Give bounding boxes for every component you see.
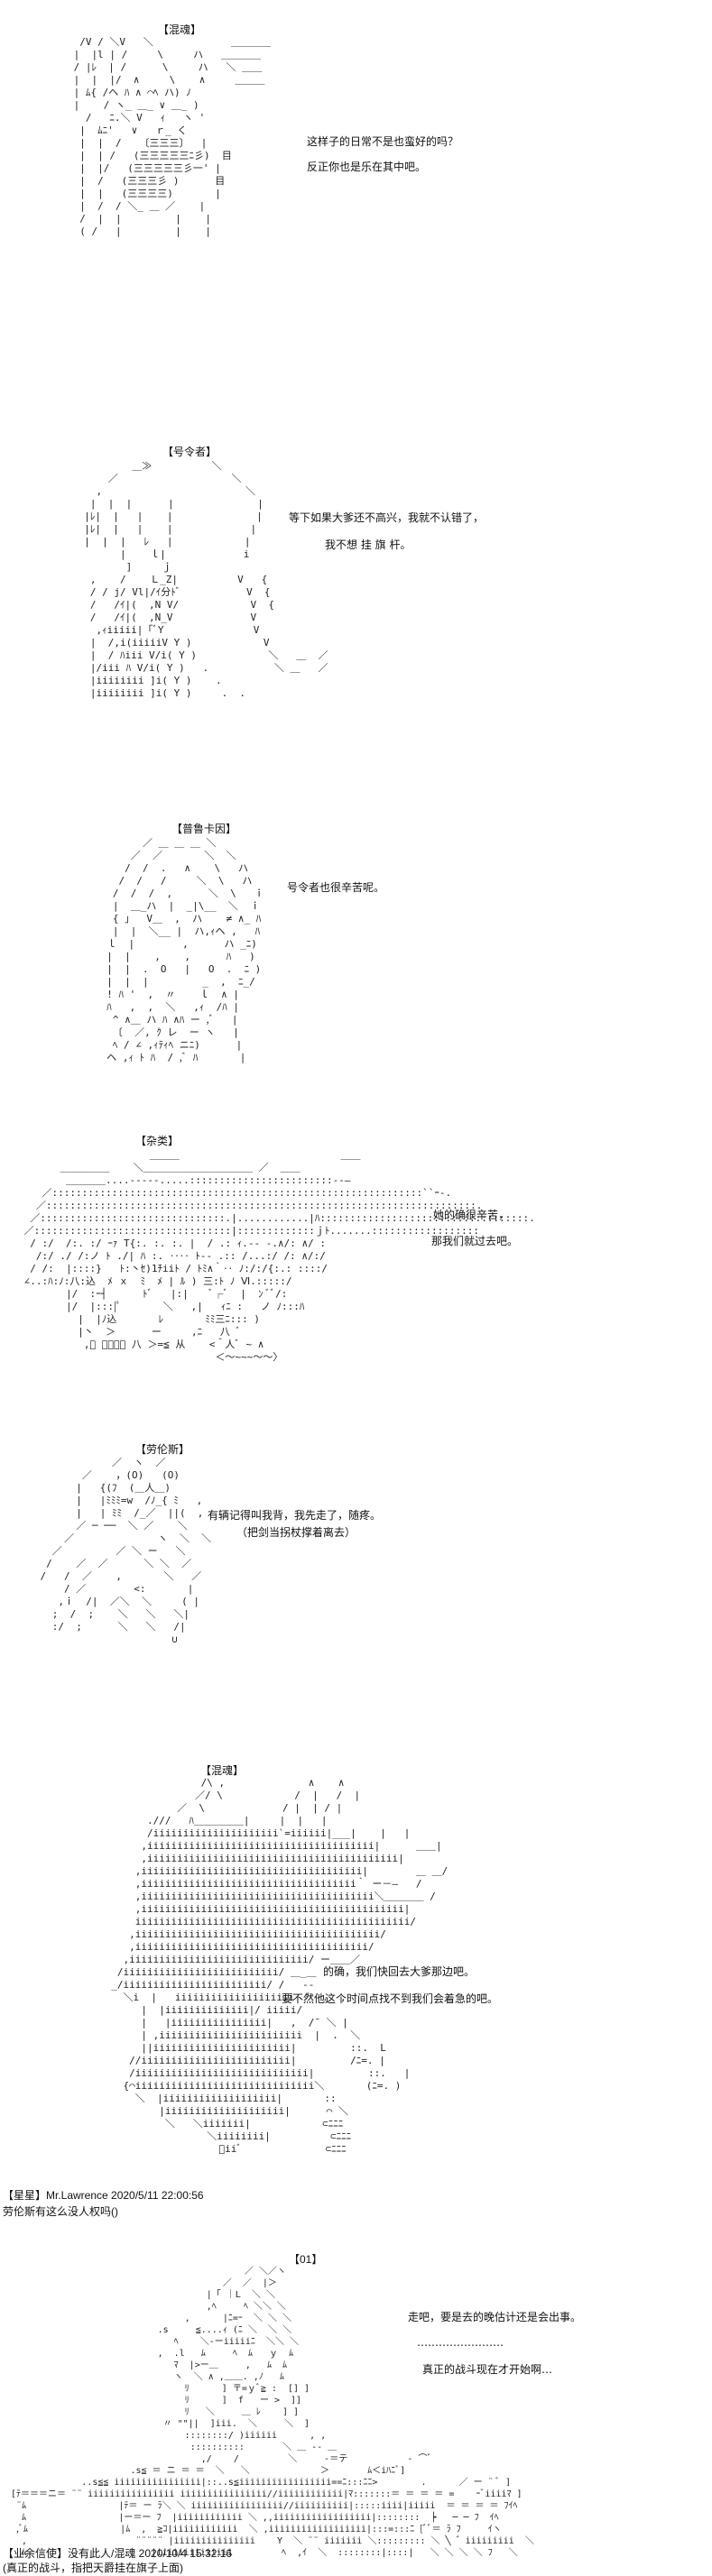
ascii-art-figure: ／ ヽ ／ ／ ，(O) (O) | {(ﾌ (＿人＿) | |ﾐﾐﾐ=w /ﾉ… [40,1457,212,1645]
dialogue-line: 反正你也是乐在其中吧。 [307,161,427,173]
dialogue-line: 那我们就过去吧。 [431,1235,519,1247]
dialogue-line: 有辆记得叫我背，我先走了，随疼。 [208,1509,382,1522]
dialogue-line: 她的确很辛苦， [433,1209,510,1221]
dialogue-line: 走吧，要是去的晚估计还是会出事。 [408,2311,582,2323]
panel-haolingzhe: 【号令者】 ＿≫ ＼ ／ ＼ , ＼ | | | | | |ﾚ| | | | |… [0,370,712,785]
dialogue-line: 我不想 挂 旗 杆。 [325,538,411,551]
dialogue-line: 的确，我们快回去大爹那边吧。 [323,1965,476,1978]
comment-header: 【星星】Mr.Lawrence 2020/5/11 22:00:56 [3,2189,204,2202]
speaker-name: 【混魂】 [200,1764,245,1777]
panel-hunhun-2: 【混魂】 /\ , ∧ ∧ ／/ \ / | / | ／ \ / | | / |… [0,1750,712,2174]
ascii-art-figure: /\ , ∧ ∧ ／/ \ / | / | ／ \ / | | / | .///… [111,1777,448,2155]
panel-01: 【01】 ／ ＼／ヽ ／ ／ |＞ |「 ｜L ＼ ＼ ,ﾍ [0,2219,712,2558]
panel-zalei: 【杂类】 ＿＿＿ ＿＿ ＿＿＿＿＿ ＼＿＿＿＿＿＿＿＿＿＿＿ ／ ＿＿ ＿＿＿＿… [0,1082,712,1407]
speaker-name: 【混魂】 [158,23,202,36]
ascii-art-figure: ／ ＿ ＿ ＿ ＼ ／ ／ ＼ ＼ / / . ∧ \ ハ / / / ＼ \ … [106,837,264,1063]
speaker-name: 【劳伦斯】 [135,1443,190,1456]
dialogue-line: （把剑当拐杖撑着离去） [236,1526,356,1539]
ascii-art-figure: /V / ＼V ＼ ＿＿＿＿ | |l | / \ ハ ＿＿＿＿ / |ﾚ | … [73,36,271,237]
dialogue-line: 等下如果大爹还不高兴，我就不认错了， [289,511,485,524]
ascii-art-figure: ／ ＼／ヽ ／ ／ |＞ |「 ｜L ＼ ＼ ,ﾍ ﾍ ＼＼ ＼ , |ﾆ=ｰ [11,2267,534,2558]
panel-laolunsi: 【劳伦斯】 ／ ヽ ／ ／ ，(O) (O) | {(ﾌ (＿人＿) | |ﾐﾐ… [0,1407,712,1750]
panel-hunhun-1: 【混魂】 /V / ＼V ＼ ＿＿＿＿ | |l | / \ ハ ＿＿＿＿ / … [0,0,712,370]
speaker-name: 【01】 [289,2253,323,2266]
speaker-name: 【普鲁卡因】 [171,823,237,835]
comment-body: (真正的战斗，指把天爵挂在旗子上面) [3,2562,183,2574]
dialogue-line: 真正的战斗现在才开始啊… [422,2363,553,2376]
dialogue-line: 要不然他这个时间点找不到我们会着急的吧。 [282,1992,499,2005]
dialogue-line: 这样子的日常不是也蛮好的吗？ [307,135,459,148]
comment-body: 劳伦斯有这么没人权吗() [3,2205,118,2218]
dialogue-line: …………………… [417,2336,504,2349]
speaker-name: 【号令者】 [162,446,217,458]
dialogue-line: 号令者也很辛苦呢。 [287,881,385,894]
ascii-art-figure: ＿＿＿ ＿＿ ＿＿＿＿＿ ＼＿＿＿＿＿＿＿＿＿＿＿ ／ ＿＿ ＿＿＿＿....-… [23,1149,535,1363]
panel-pulukayin: 【普鲁卡因】 ／ ＿ ＿ ＿ ＼ ／ ／ ＼ ＼ / / . ∧ \ ハ / /… [0,785,712,1082]
speaker-name: 【杂类】 [135,1135,180,1147]
comment-header: 【业余信使】没有此人/混魂 2020/10/4 15:32:16 [3,2547,233,2560]
ascii-art-figure: ＿≫ ＼ ／ ＼ , ＼ | | | | | |ﾚ| | | | | |ﾚ| |… [84,460,328,699]
